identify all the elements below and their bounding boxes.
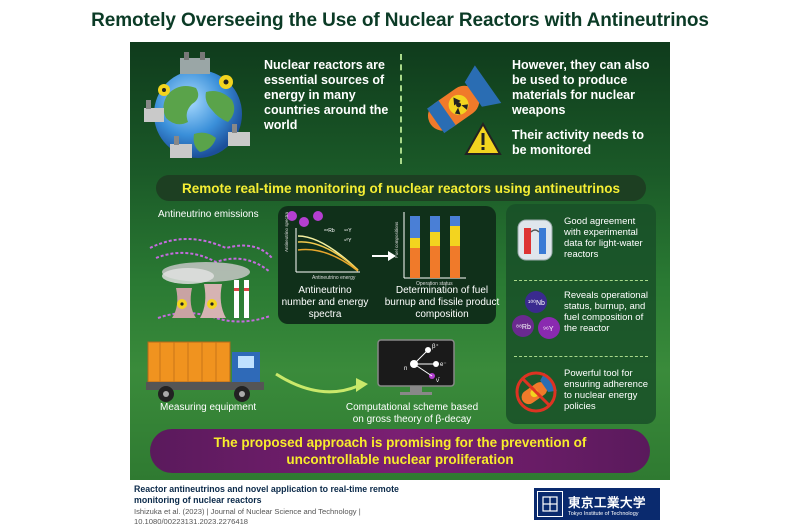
power-plant-antineutrinos-icon (149, 238, 273, 323)
composition-y-label: Fuel compositions (394, 221, 399, 258)
computational-scheme-label: Computational scheme based on gross theo… (345, 402, 479, 425)
university-logo: 東京工業大学 Tokyo Institute of Technology (534, 488, 660, 520)
beta-symbol: β⁺ (432, 343, 439, 350)
electron-symbol: e⁻ (440, 362, 447, 368)
benefit-item: Good agreement with experimental data fo… (506, 208, 656, 278)
weapons-materials-text: However, they can also be used to produc… (512, 58, 650, 117)
composition-label: Determination of fuel burnup and fissile… (384, 285, 500, 320)
composition-x-label: Operation status (416, 281, 453, 287)
y90-label: ⁹⁰Y (344, 238, 352, 244)
title-bar: Remotely Overseeing the Use of Nuclear R… (0, 0, 800, 42)
antineutrino-emissions-label: Antineutrino emissions (158, 209, 259, 220)
benefit-text: Reveals operational status, burnup, and … (564, 290, 648, 334)
flow-arrow-icon (275, 372, 368, 394)
needs-monitoring-text: Their activity needs to be monitored (512, 128, 644, 157)
infographic-panel: Nuclear reactors are essential sources o… (130, 42, 670, 480)
isotopes-icon: ¹⁰⁰Nb ⁸⁸Rb ⁹⁶Y (512, 291, 560, 339)
logo-japanese-text: 東京工業大学 (568, 494, 647, 510)
globe-with-reactors-icon (140, 52, 258, 164)
top-section: Nuclear reactors are essential sources o… (130, 42, 670, 170)
warning-icon (464, 121, 502, 156)
measuring-truck-icon (146, 341, 264, 402)
antineutrino-symbol: ν̄ (436, 378, 440, 384)
university-crest-icon (537, 491, 563, 517)
logo-english-text: Tokyo Institute of Technology (568, 510, 639, 517)
benefit-text: Good agreement with experimental data fo… (564, 216, 643, 260)
footer: Reactor antineutrinos and novel applicat… (130, 480, 670, 530)
benefits-column: Good agreement with experimental data fo… (506, 204, 656, 424)
no-bomb-icon (515, 371, 558, 413)
top-divider (400, 54, 402, 164)
benefit-text: Powerful tool for ensuring adherence to … (564, 368, 648, 412)
conclusion-banner: The proposed approach is promising for t… (150, 429, 650, 473)
monitoring-banner-text: Remote real-time monitoring of nuclear r… (181, 180, 621, 196)
computer-monitor-icon: β⁺ e⁻ n ν̄ (377, 339, 455, 395)
spectra-label: Antineutrino number and energy spectra (281, 285, 369, 320)
neutron-symbol: n (404, 366, 407, 372)
reactor-icon (517, 219, 553, 261)
reactors-essential-text: Nuclear reactors are essential sources o… (264, 58, 389, 132)
monitoring-banner: Remote real-time monitoring of nuclear r… (156, 175, 646, 201)
nuclear-bomb-icon (410, 56, 506, 152)
rb-isotope-label: ⁸⁸Rb (516, 324, 531, 331)
page-title: Remotely Overseeing the Use of Nuclear R… (91, 10, 709, 31)
spectra-composition-box: Antineutrino spectra Antineutrino energy… (278, 206, 496, 324)
spectra-y-label: Antineutrino spectra (284, 211, 289, 252)
nb-isotope-label: ¹⁰⁰Nb (528, 299, 545, 307)
paper-title: Reactor antineutrinos and novel applicat… (134, 484, 399, 505)
benefit-divider (514, 280, 648, 281)
benefit-divider (514, 356, 648, 357)
measuring-equipment-label: Measuring equipment (160, 402, 257, 413)
spectra-x-label: Antineutrino energy (312, 275, 356, 281)
benefit-item: ¹⁰⁰Nb ⁸⁸Rb ⁹⁶Y Reveals operational statu… (506, 284, 656, 354)
conclusion-banner-text: The proposed approach is promising for t… (213, 435, 587, 467)
y-isotope-label: ⁹⁶Y (543, 326, 554, 333)
rb-label: ⁸⁸Rb (324, 228, 335, 234)
benefit-item: Powerful tool for ensuring adherence to … (506, 360, 656, 430)
y96-label: ⁹⁶Y (344, 228, 352, 234)
paper-citation: Ishizuka et al. (2023) | Journal of Nucl… (134, 507, 361, 526)
